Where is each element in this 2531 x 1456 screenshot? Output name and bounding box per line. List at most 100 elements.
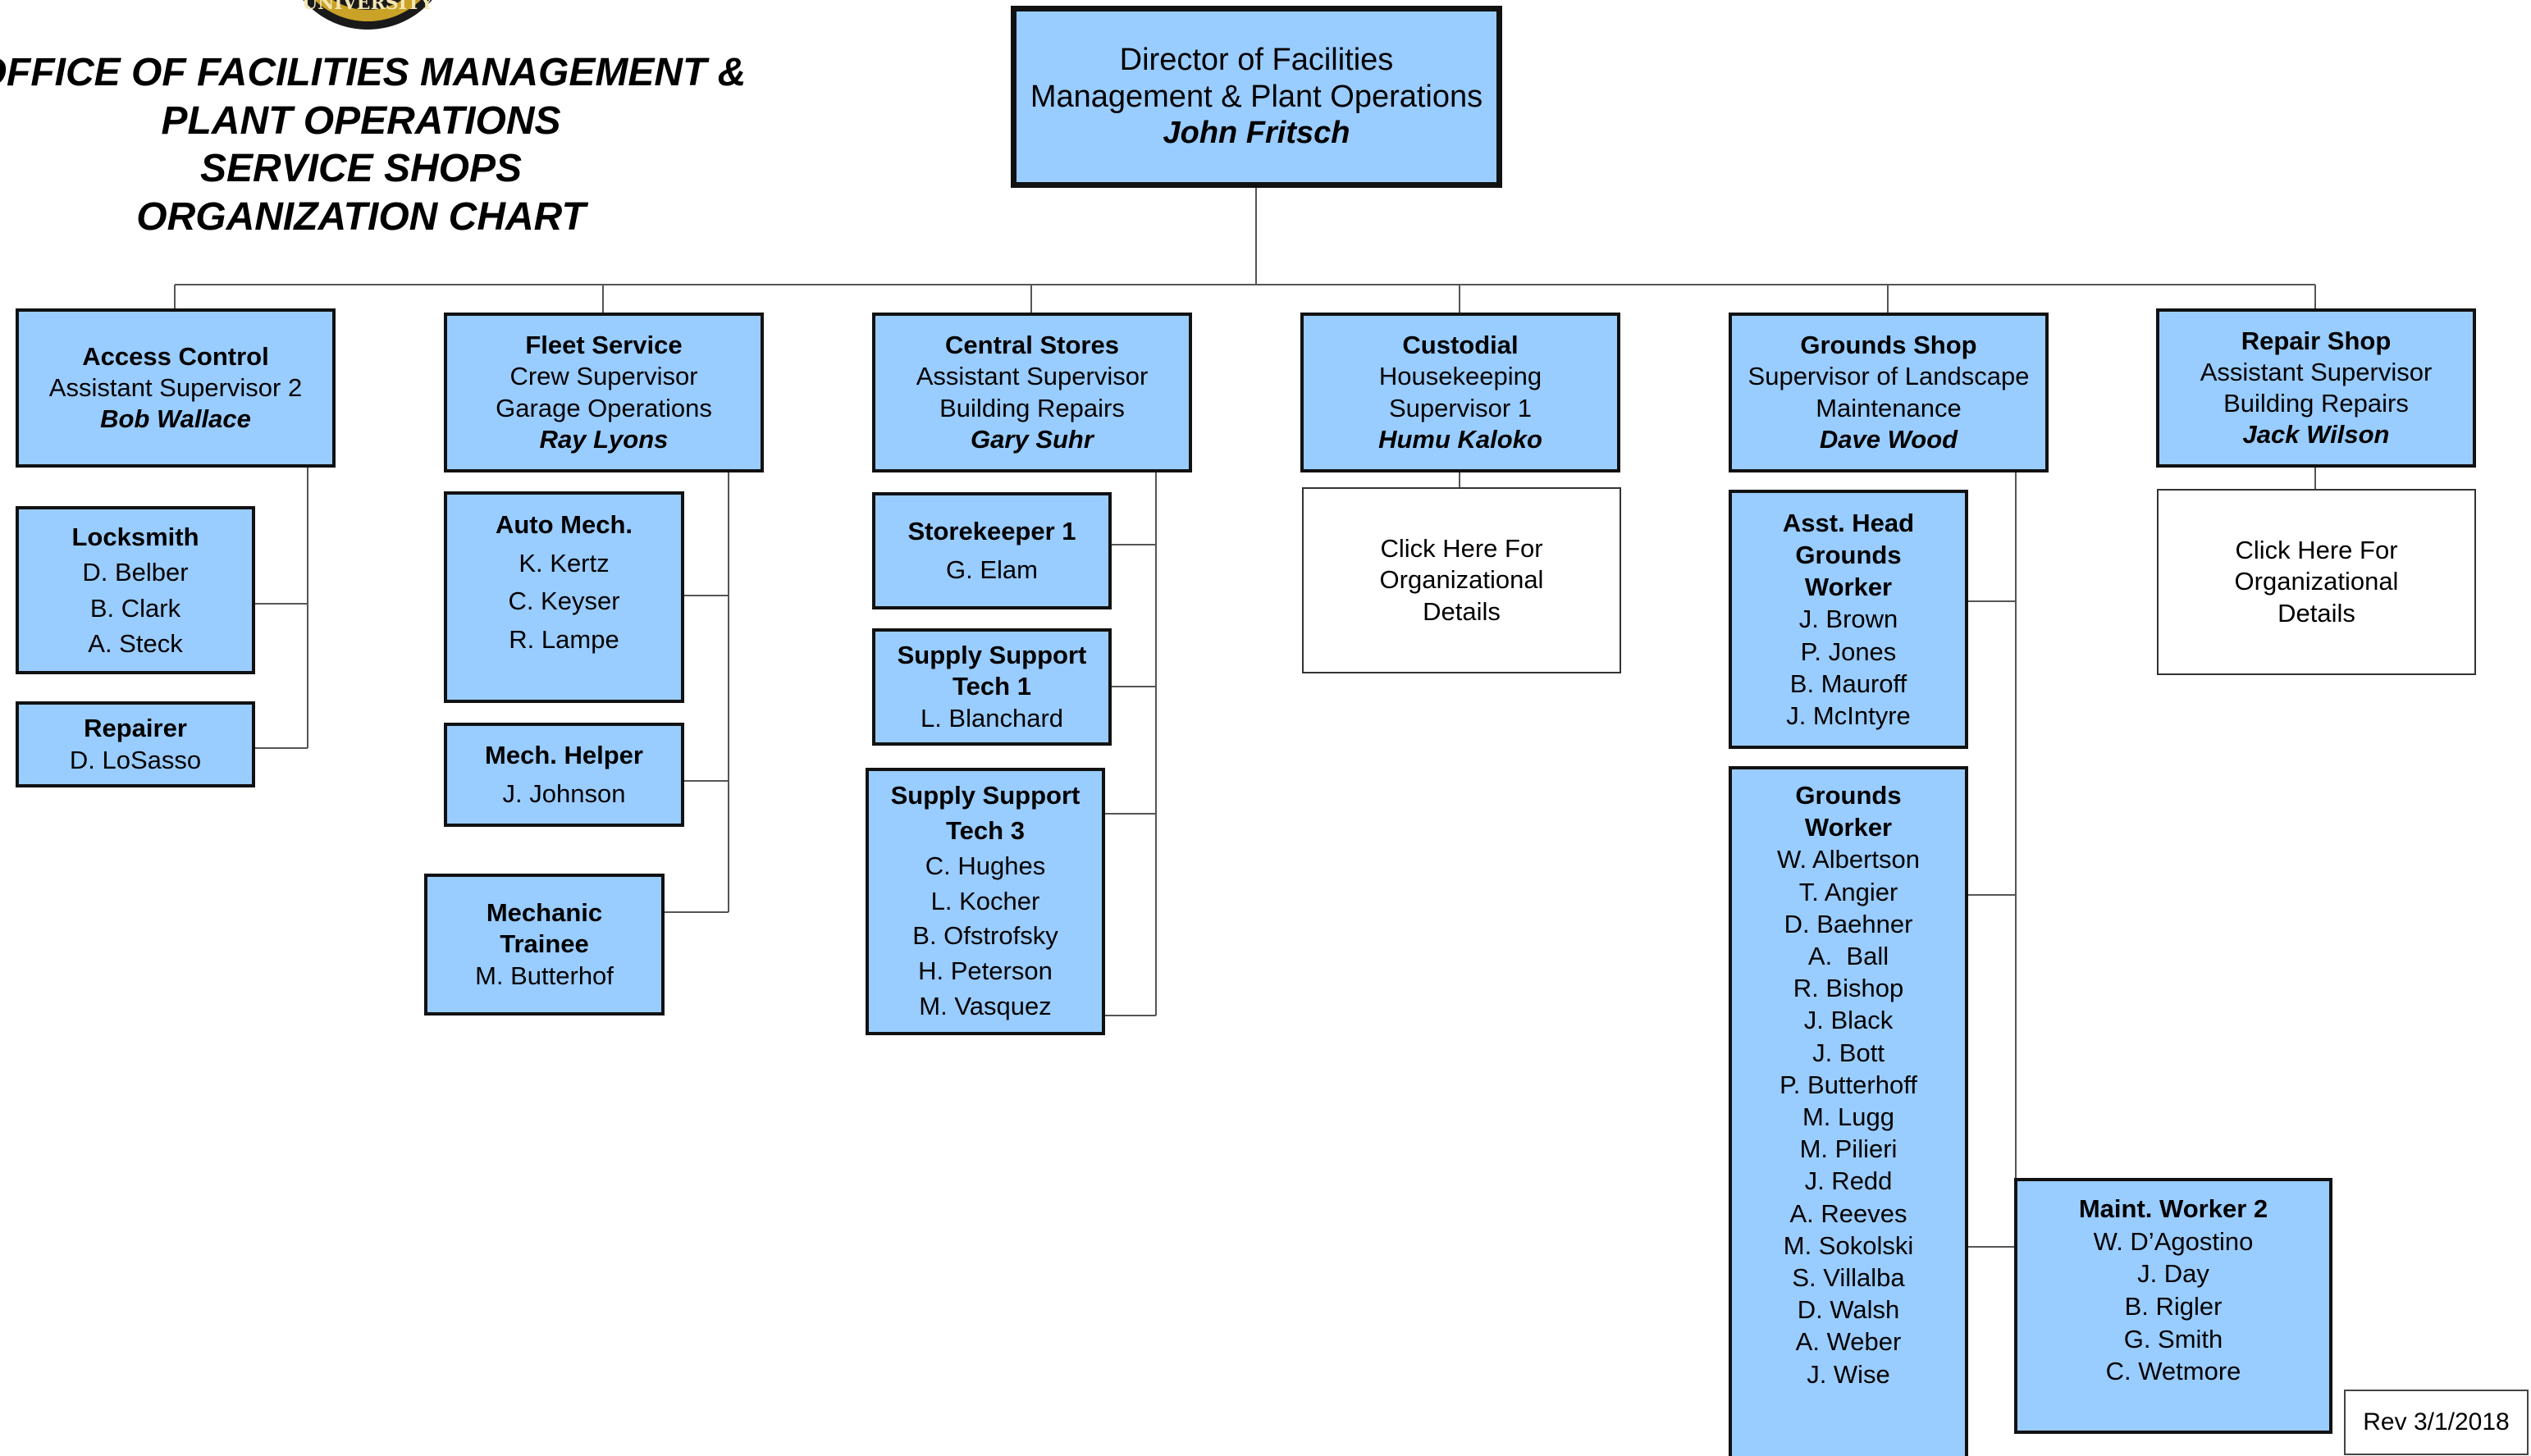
team-member: A. Steck bbox=[88, 628, 183, 658]
chart-title: OFFICE OF FACILITIES MANAGEMENT & PLANT … bbox=[0, 49, 755, 241]
dept-title: Custodial bbox=[1402, 331, 1519, 360]
dept-supervisor-name: Dave Wood bbox=[1819, 424, 1958, 454]
access-control-box: Access Control Assistant Supervisor 2 Bo… bbox=[16, 308, 336, 468]
dept-subtitle: Assistant Supervisor 2 bbox=[48, 372, 303, 402]
director-box: Director of Facilities Management & Plan… bbox=[1011, 6, 1502, 188]
dept-subtitle-1: Supervisor of Landscape bbox=[1747, 362, 2030, 391]
team-member: A. Reeves bbox=[1789, 1198, 1907, 1228]
dept-supervisor-name: Gary Suhr bbox=[971, 424, 1094, 454]
team-member: D. Walsh bbox=[1797, 1295, 1900, 1325]
team-title-2: Worker bbox=[1804, 813, 1893, 842]
team-member: M. Butterhof bbox=[475, 961, 614, 990]
dept-supervisor-name: Ray Lyons bbox=[539, 424, 669, 454]
link-text-3: Details bbox=[2277, 598, 2355, 628]
team-member: G. Elam bbox=[946, 555, 1038, 584]
dept-subtitle-1: Housekeeping bbox=[1378, 362, 1542, 391]
locksmith-box: Locksmith D. Belber B. Clark A. Steck bbox=[16, 506, 255, 674]
dept-supervisor-name: Humu Kaloko bbox=[1378, 424, 1542, 454]
dept-title: Grounds Shop bbox=[1800, 331, 1977, 360]
team-member: R. Lampe bbox=[509, 624, 619, 654]
team-member: B. Mauroff bbox=[1789, 669, 1907, 698]
team-member: G. Smith bbox=[2123, 1324, 2223, 1353]
team-member: P. Butterhoff bbox=[1779, 1070, 1917, 1099]
team-member: C. Keyser bbox=[508, 587, 620, 615]
repair-shop-box: Repair Shop Assistant Supervisor Buildin… bbox=[2156, 308, 2476, 468]
supply-tech-1-box: Supply Support Tech 1 L. Blanchard bbox=[872, 628, 1112, 746]
team-title-1: Supply Support bbox=[890, 781, 1080, 810]
dept-subtitle-2: Building Repairs bbox=[2223, 389, 2409, 418]
revision-label: Rev 3/1/2018 bbox=[2344, 1390, 2529, 1455]
team-member: K. Kertz bbox=[519, 548, 610, 577]
dept-subtitle-2: Supervisor 1 bbox=[1388, 393, 1533, 422]
link-text-1: Click Here For bbox=[1380, 534, 1543, 564]
maint-worker-2-box: Maint. Worker 2 W. D’Agostino J. Day B. … bbox=[2014, 1178, 2332, 1434]
repair-details-link[interactable]: Click Here For Organizational Details bbox=[2157, 489, 2476, 675]
team-member: L. Blanchard bbox=[920, 703, 1064, 733]
team-member: M. Sokolski bbox=[1783, 1230, 1914, 1260]
title-line-2: PLANT OPERATIONS bbox=[161, 98, 561, 143]
team-title: Maint. Worker 2 bbox=[2078, 1194, 2268, 1223]
team-title-1: Mechanic bbox=[486, 898, 603, 928]
dept-supervisor-name: Jack Wilson bbox=[2242, 420, 2390, 450]
link-text-2: Organizational bbox=[2234, 567, 2399, 596]
team-member: W. Albertson bbox=[1776, 845, 1921, 874]
team-title: Locksmith bbox=[71, 522, 199, 551]
team-member: C. Hughes bbox=[925, 851, 1046, 880]
dept-subtitle-2: Maintenance bbox=[1816, 393, 1962, 422]
dept-title: Repair Shop bbox=[2241, 326, 2392, 355]
mechanic-trainee-box: Mechanic Trainee M. Butterhof bbox=[424, 874, 665, 1016]
storekeeper-box: Storekeeper 1 G. Elam bbox=[872, 492, 1112, 609]
repairer-box: Repairer D. LoSasso bbox=[16, 701, 255, 787]
team-member: A. Weber bbox=[1795, 1327, 1902, 1357]
director-title-line1: Director of Facilities bbox=[1119, 42, 1394, 77]
team-member: C. Wetmore bbox=[2105, 1357, 2241, 1386]
team-member: H. Peterson bbox=[918, 956, 1053, 986]
director-name: John Fritsch bbox=[1163, 116, 1350, 151]
team-member: J. Wise bbox=[1807, 1359, 1890, 1389]
team-member: J. Black bbox=[1803, 1006, 1894, 1035]
fleet-service-box: Fleet Service Crew Supervisor Garage Ope… bbox=[444, 313, 764, 472]
team-title: Auto Mech. bbox=[495, 510, 633, 539]
link-text-3: Details bbox=[1423, 596, 1501, 626]
team-title: Storekeeper 1 bbox=[907, 517, 1076, 545]
team-member: D. Belber bbox=[82, 558, 189, 587]
grounds-worker-box: Grounds Worker W. Albertson T. Angier D.… bbox=[1729, 766, 1968, 1456]
title-line-3: SERVICE SHOPS bbox=[199, 147, 523, 191]
team-member: M. Pilieri bbox=[1799, 1134, 1898, 1164]
team-title-1: Supply Support bbox=[897, 641, 1087, 670]
team-member: M. Vasquez bbox=[919, 991, 1052, 1020]
team-title: Repairer bbox=[84, 714, 187, 743]
team-member: J. McIntyre bbox=[1786, 701, 1911, 730]
team-member: T. Angier bbox=[1798, 877, 1898, 906]
team-member: D. Baehner bbox=[1784, 909, 1913, 938]
dept-title: Central Stores bbox=[945, 331, 1119, 360]
team-title: Mech. Helper bbox=[485, 741, 643, 769]
custodial-details-link[interactable]: Click Here For Organizational Details bbox=[1302, 487, 1621, 673]
grounds-shop-box: Grounds Shop Supervisor of Landscape Mai… bbox=[1729, 313, 2049, 472]
mech-helper-box: Mech. Helper J. Johnson bbox=[444, 723, 684, 827]
team-member: P. Jones bbox=[1800, 637, 1897, 666]
auto-mech-box: Auto Mech. K. Kertz C. Keyser R. Lampe bbox=[444, 491, 684, 703]
team-title-2: Grounds bbox=[1795, 541, 1902, 570]
director-title-line2: Management & Plant Operations bbox=[1030, 79, 1483, 114]
team-member: J. Day bbox=[2137, 1259, 2209, 1289]
team-member: J. Johnson bbox=[502, 778, 626, 808]
team-member: W. D’Agostino bbox=[2093, 1226, 2254, 1256]
svg-text:UNIVERSITY: UNIVERSITY bbox=[302, 0, 433, 14]
dept-subtitle-2: Garage Operations bbox=[496, 393, 712, 422]
team-member: J. Redd bbox=[1804, 1166, 1893, 1196]
dept-subtitle-1: Assistant Supervisor bbox=[916, 362, 1149, 391]
link-text-1: Click Here For bbox=[2235, 536, 2398, 565]
asst-head-grounds-box: Asst. Head Grounds Worker J. Brown P. Jo… bbox=[1729, 490, 1968, 749]
dept-subtitle-1: Assistant Supervisor bbox=[2200, 357, 2433, 386]
team-member: L. Kocher bbox=[930, 886, 1040, 915]
supply-tech-3-box: Supply Support Tech 3 C. Hughes L. Koche… bbox=[866, 768, 1105, 1035]
team-member: B. Clark bbox=[89, 593, 181, 623]
university-seal: UNIVERSITY bbox=[277, 0, 458, 30]
dept-title: Fleet Service bbox=[525, 331, 683, 360]
team-member: D. LoSasso bbox=[69, 745, 202, 774]
link-text-2: Organizational bbox=[1379, 565, 1544, 595]
team-title-2: Tech 1 bbox=[953, 672, 1031, 701]
central-stores-box: Central Stores Assistant Supervisor Buil… bbox=[872, 313, 1192, 472]
